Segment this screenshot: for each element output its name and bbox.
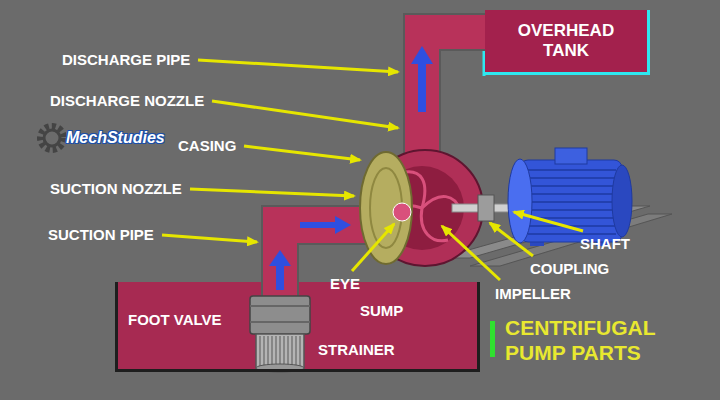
- part-label: SUCTION PIPE: [48, 226, 154, 243]
- title-bar: [490, 321, 495, 357]
- sump-water: [115, 282, 480, 372]
- leader-lines: [162, 60, 583, 280]
- node-label: OVERHEAD TANK: [507, 21, 625, 61]
- part-label: DISCHARGE NOZZLE: [50, 92, 204, 109]
- part-label: COUPLING: [530, 260, 609, 277]
- part-label: EYE: [330, 275, 360, 292]
- overhead-tank: OVERHEAD TANK: [485, 10, 650, 75]
- part-label: DISCHARGE PIPE: [62, 51, 190, 68]
- suction-pipe: [262, 206, 372, 300]
- part-label: SHAFT: [580, 235, 630, 252]
- part-label: IMPELLER: [495, 285, 571, 302]
- watermark: MechStudies: [66, 129, 165, 146]
- part-label: CASING: [178, 137, 236, 154]
- title-text: CENTRIFUGAL PUMP PARTS: [505, 315, 680, 365]
- part-label: STRAINER: [318, 341, 395, 358]
- part-label: SUCTION NOZZLE: [50, 180, 182, 197]
- motor: [508, 148, 632, 246]
- coupling: [478, 195, 494, 221]
- discharge-pipe: [404, 14, 487, 160]
- part-label: FOOT VALVE: [128, 311, 222, 328]
- logo-gear: [40, 126, 64, 150]
- node-label: SUMP: [360, 302, 403, 319]
- flow-arrow: [269, 46, 433, 290]
- foot-valve: [250, 296, 310, 372]
